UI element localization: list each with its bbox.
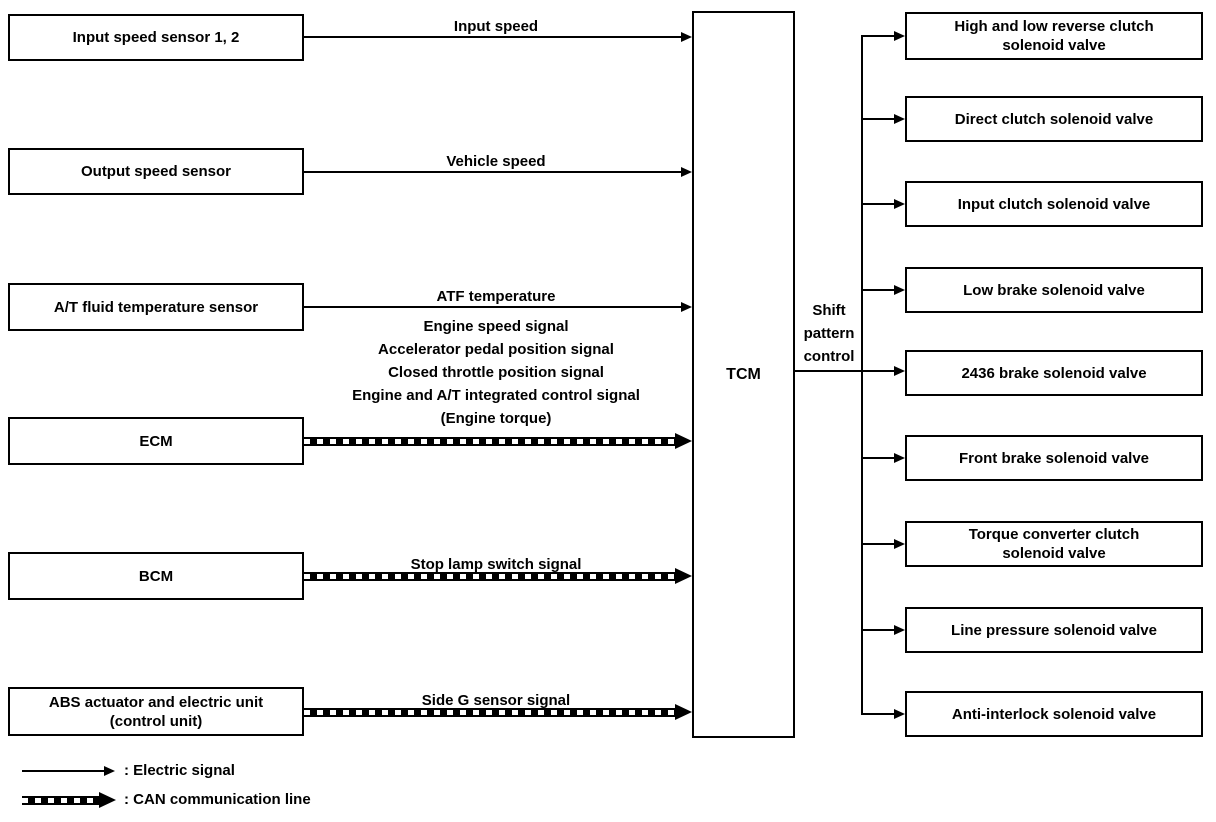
bus-branch-line xyxy=(861,713,895,715)
signal-label-stop-lamp-switch: Stop lamp switch signal xyxy=(306,553,686,576)
bus-branch-line xyxy=(861,629,895,631)
box-label: (control unit) xyxy=(109,712,203,730)
bus-branch-line xyxy=(861,118,895,120)
arrowhead-icon xyxy=(894,199,905,209)
signal-text: Vehicle speed xyxy=(446,153,546,170)
at-fluid-temperature-sensor-box: A/T fluid temperature sensor xyxy=(8,283,304,331)
box-label: Direct clutch solenoid valve xyxy=(954,110,1154,128)
bcm-box: BCM xyxy=(8,552,304,600)
output-bus-line xyxy=(861,35,863,715)
arrowhead-icon xyxy=(681,302,692,312)
legend-text: : CAN communication line xyxy=(124,791,311,808)
output-label-text: control xyxy=(803,348,855,365)
signal-text: Side G sensor signal xyxy=(421,692,571,709)
high-low-reverse-clutch-valve-box: High and low reverse clutch solenoid valv… xyxy=(905,12,1203,60)
signal-label-input-speed: Input speed xyxy=(306,15,686,38)
output-speed-sensor-box: Output speed sensor xyxy=(8,148,304,195)
arrowhead-icon xyxy=(675,568,692,584)
box-label: Line pressure solenoid valve xyxy=(951,621,1157,639)
torque-converter-clutch-valve-box: Torque converter clutch solenoid valve xyxy=(905,521,1203,567)
output-label-text: pattern xyxy=(803,325,855,342)
tcm-label: TCM xyxy=(726,366,761,383)
legend-electric-line xyxy=(22,770,105,772)
signal-label-ecm-can: Engine speed signal Accelerator pedal po… xyxy=(306,315,686,430)
can-communication-line xyxy=(304,572,676,581)
box-label: ABS actuator and electric unit xyxy=(48,693,264,711)
arrowhead-icon xyxy=(681,32,692,42)
arrowhead-icon xyxy=(675,433,692,449)
bus-branch-line xyxy=(861,543,895,545)
signal-text: (Engine torque) xyxy=(440,410,552,427)
abs-actuator-box: ABS actuator and electric unit(control u… xyxy=(8,687,304,736)
bus-branch-line xyxy=(861,457,895,459)
arrowhead-icon xyxy=(894,539,905,549)
bus-branch-line xyxy=(861,35,895,37)
front-brake-valve-box: Front brake solenoid valve xyxy=(905,435,1203,481)
arrowhead-icon xyxy=(894,709,905,719)
tcm-output-line xyxy=(795,370,895,372)
can-communication-line xyxy=(304,437,676,446)
arrowhead-icon xyxy=(894,114,905,124)
ecm-box: ECM xyxy=(8,417,304,465)
box-label: A/T fluid temperature sensor xyxy=(53,298,259,316)
bus-branch-line xyxy=(861,289,895,291)
box-label: Input clutch solenoid valve xyxy=(957,195,1151,213)
box-label: Low brake solenoid valve xyxy=(963,281,1145,299)
anti-interlock-valve-box: Anti-interlock solenoid valve xyxy=(905,691,1203,737)
signal-label-side-g-sensor: Side G sensor signal xyxy=(306,689,686,712)
input-clutch-valve-box: Input clutch solenoid valve xyxy=(905,181,1203,227)
arrowhead-icon xyxy=(99,792,116,808)
signal-text: ATF temperature xyxy=(436,288,556,305)
box-label: High and low reverse clutch xyxy=(954,18,1154,35)
line-pressure-valve-box: Line pressure solenoid valve xyxy=(905,607,1203,653)
arrowhead-icon xyxy=(681,167,692,177)
legend-text: : Electric signal xyxy=(124,762,235,779)
tcm-box: TCM xyxy=(692,11,795,738)
shift-pattern-control-label: Shift pattern control xyxy=(795,299,863,368)
arrowhead-icon xyxy=(894,366,905,376)
box-label: Output speed sensor xyxy=(80,163,232,180)
arrowhead-icon xyxy=(894,31,905,41)
legend-can-label: : CAN communication line xyxy=(124,791,311,809)
signal-label-vehicle-speed: Vehicle speed xyxy=(306,150,686,173)
low-brake-valve-box: Low brake solenoid valve xyxy=(905,267,1203,313)
box-label: Input speed sensor 1, 2 xyxy=(72,29,240,46)
electric-signal-line xyxy=(304,36,682,38)
box-label: ECM xyxy=(139,432,173,450)
can-communication-line xyxy=(304,708,676,717)
brake-2436-valve-box: 2436 brake solenoid valve xyxy=(905,350,1203,396)
box-label: BCM xyxy=(138,567,174,585)
box-label: solenoid valve xyxy=(1002,37,1106,54)
arrowhead-icon xyxy=(894,285,905,295)
box-label: Torque converter clutch xyxy=(968,526,1140,543)
box-label: solenoid valve xyxy=(1002,545,1106,562)
signal-text: Stop lamp switch signal xyxy=(410,556,582,573)
arrowhead-icon xyxy=(894,625,905,635)
box-label: Anti-interlock solenoid valve xyxy=(951,705,1157,723)
electric-signal-line xyxy=(304,306,682,308)
arrowhead-icon xyxy=(894,453,905,463)
signal-text: Closed throttle position signal xyxy=(388,364,604,381)
legend-electric-label: : Electric signal xyxy=(124,762,235,780)
arrowhead-icon xyxy=(675,704,692,720)
signal-text: Engine and A/T integrated control signal xyxy=(352,387,640,404)
direct-clutch-valve-box: Direct clutch solenoid valve xyxy=(905,96,1203,142)
arrowhead-icon xyxy=(104,766,115,776)
box-label: 2436 brake solenoid valve xyxy=(961,364,1147,382)
electric-signal-line xyxy=(304,171,682,173)
signal-text: Accelerator pedal position signal xyxy=(378,341,614,358)
input-speed-sensor-box: Input speed sensor 1, 2 xyxy=(8,14,304,61)
legend-can-line xyxy=(22,796,100,805)
bus-branch-line xyxy=(861,203,895,205)
signal-text: Engine speed signal xyxy=(423,318,569,335)
signal-text: Input speed xyxy=(453,18,539,35)
signal-label-atf-temperature: ATF temperature xyxy=(306,285,686,308)
output-label-text: Shift xyxy=(812,302,846,319)
box-label: Front brake solenoid valve xyxy=(958,449,1150,467)
